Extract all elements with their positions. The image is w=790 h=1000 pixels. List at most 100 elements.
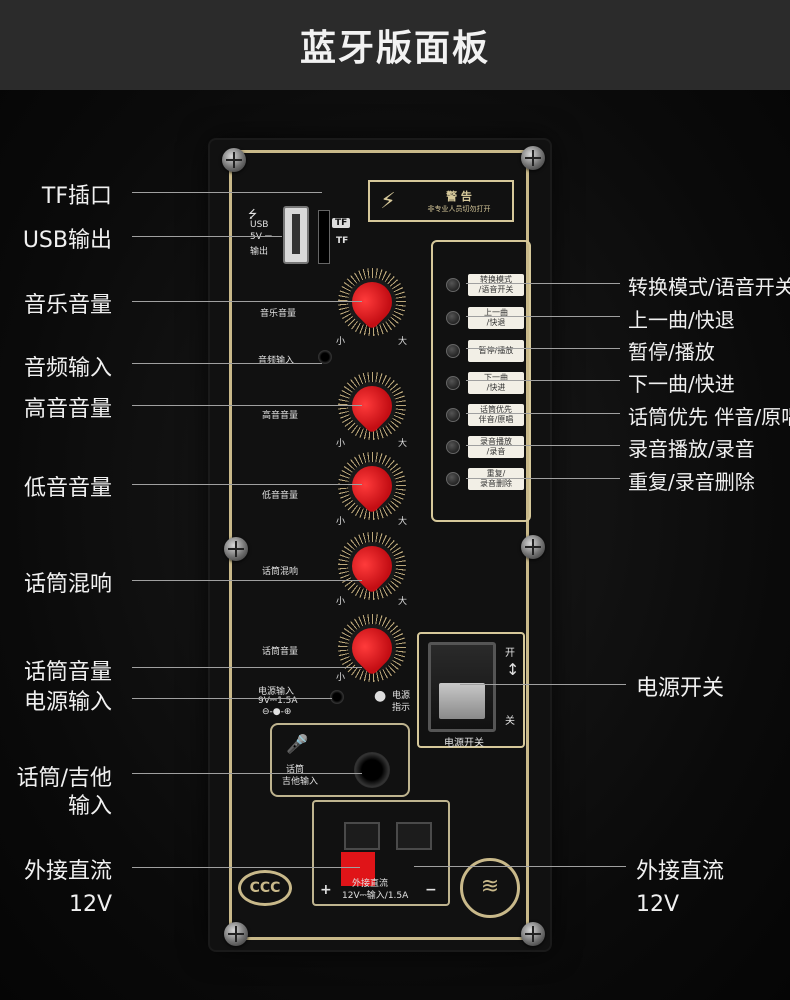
dc-label-line1: 外接直流: [352, 879, 389, 889]
mic-volume-knob[interactable]: [338, 614, 406, 682]
leader-line: [132, 192, 322, 193]
dc-terminal-black: [344, 822, 380, 850]
leader-line: [132, 698, 332, 699]
switch-on-label: 开: [505, 648, 515, 659]
callout-mic-priority: 话筒优先 伴音/原唱: [628, 405, 790, 429]
switch-direction-icon: ↕: [506, 660, 520, 679]
page-title: 蓝牙版面板: [299, 28, 490, 69]
callout-repeat-delete: 重复/录音删除: [628, 470, 755, 494]
warning-icon: ⚡: [380, 188, 396, 214]
usb-output-text: 输出: [250, 247, 269, 257]
callout-music-volume: 音乐音量: [23, 293, 112, 318]
callout-dc-input-right: 外接直流: [636, 859, 725, 884]
plus-icon: +: [320, 882, 332, 898]
button-play-pause[interactable]: 暂停/播放: [446, 338, 524, 364]
callout-mic-reverb: 话筒混响: [23, 572, 112, 597]
power-switch-box: [417, 632, 525, 748]
music-volume-knob[interactable]: [338, 268, 406, 336]
button-mode-voice[interactable]: 转换模式/语音开关: [446, 272, 524, 298]
button-record-play[interactable]: 录音播放/录音: [446, 434, 524, 460]
dc-label-line2: 12V⎓输入/1.5A: [342, 891, 409, 901]
btn-label-2: /快进: [486, 383, 506, 392]
callout-dc-voltage-right: 12V: [636, 892, 680, 917]
audio-input-label: 音频输入: [258, 356, 295, 366]
screw-icon: [224, 922, 248, 946]
btn-label-2: /快退: [486, 318, 506, 327]
leader-line: [460, 684, 626, 685]
leader-line: [466, 283, 620, 284]
bass-volume-knob[interactable]: [338, 452, 406, 520]
callout-dc-input: 外接直流: [23, 859, 112, 884]
callout-usb-output: USB输出: [22, 228, 112, 253]
usb-text: USB: [250, 220, 269, 230]
callout-mic-volume: 话筒音量: [23, 660, 112, 685]
knob-max-label: 大: [398, 337, 408, 347]
screw-icon: [222, 148, 246, 172]
btn-label-1: 录音播放: [480, 437, 512, 446]
callout-power-input: 电源输入: [23, 690, 112, 715]
leader-line: [132, 667, 362, 668]
callout-mode-voice: 转换模式/语音开关: [628, 275, 790, 299]
screw-icon: [224, 537, 248, 561]
mic-guitar-jack[interactable]: [354, 752, 390, 788]
microphone-icon: 🎤: [286, 734, 309, 755]
callout-play-pause: 暂停/播放: [628, 340, 715, 364]
leader-line: [414, 866, 626, 867]
btn-label-2: /录音: [486, 447, 506, 456]
button-next[interactable]: 下一曲/快进: [446, 370, 524, 396]
knob-min-label: 小: [336, 597, 346, 607]
power-indicator-led-icon: ●: [374, 688, 387, 704]
power-switch[interactable]: [428, 642, 496, 732]
screw-icon: [521, 146, 545, 170]
power-input-jack[interactable]: [330, 690, 344, 704]
knob-min-label: 小: [336, 337, 346, 347]
tf-badge: TF: [332, 218, 351, 228]
tf-text: TF: [336, 236, 349, 246]
knob-max-label: 大: [398, 597, 408, 607]
button-repeat-delete[interactable]: 重复/录音删除: [446, 466, 524, 492]
callout-power-switch: 电源开关: [636, 676, 725, 701]
btn-label-1: 话筒优先: [480, 405, 512, 414]
power-indicator-label-2: 指示: [392, 703, 411, 713]
btn-label-1: 转换模式: [480, 275, 512, 284]
warning-title: 警 告: [446, 190, 472, 203]
warning-plate: ⚡ 警 告 非专业人员切勿打开: [368, 180, 514, 222]
mic-reverb-knob[interactable]: [338, 532, 406, 600]
callout-dc-voltage: 12V: [68, 892, 112, 917]
leader-line: [132, 236, 282, 237]
mic-guitar-label-1: 话筒: [286, 765, 305, 775]
callout-tf-slot: TF插口: [41, 184, 112, 209]
power-indicator-label-1: 电源: [392, 691, 411, 701]
usb-symbol-icon: ⭍: [248, 208, 258, 221]
callout-previous: 上一曲/快退: [628, 308, 735, 332]
callout-record-play: 录音播放/录音: [628, 437, 755, 461]
audio-input-jack[interactable]: [318, 350, 332, 364]
callout-next: 下一曲/快进: [628, 372, 735, 396]
usb-port[interactable]: [283, 206, 309, 264]
leader-line: [466, 380, 620, 381]
dc-input-box: [312, 800, 450, 906]
heat-warning-icon: ≋: [460, 858, 520, 918]
btn-label-1: 重复/: [486, 469, 506, 478]
screw-icon: [521, 535, 545, 559]
treble-volume-knob[interactable]: [338, 372, 406, 440]
leader-line: [466, 348, 620, 349]
mic-volume-label: 话筒音量: [262, 647, 299, 657]
callout-mic-guitar: 话筒/吉他: [16, 766, 112, 791]
knob-max-label: 大: [398, 439, 408, 449]
leader-line: [132, 580, 362, 581]
dc-terminal-red[interactable]: [341, 852, 375, 886]
tf-card-slot[interactable]: [318, 210, 330, 264]
knob-min-label: 小: [336, 517, 346, 527]
btn-label-1: 下一曲: [484, 373, 508, 382]
power-input-spec: 9V⎓1.5A: [258, 696, 298, 706]
button-previous[interactable]: 上一曲/快退: [446, 305, 524, 331]
btn-label-1: 上一曲: [484, 308, 508, 317]
button-mic-priority[interactable]: 话筒优先伴音/原唱: [446, 402, 524, 428]
screw-icon: [521, 922, 545, 946]
callout-bass-volume: 低音音量: [23, 476, 112, 501]
power-input-label: 电源输入: [258, 687, 295, 697]
callout-treble-volume: 高音音量: [23, 397, 112, 422]
switch-off-label: 关: [505, 716, 515, 727]
leader-line: [466, 478, 620, 479]
